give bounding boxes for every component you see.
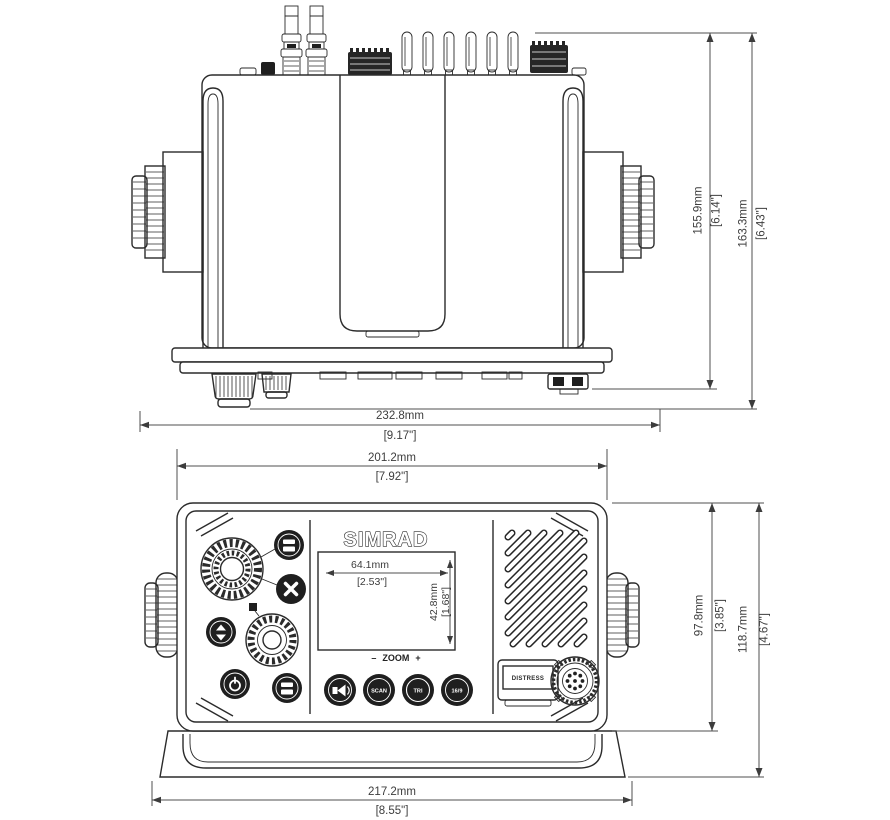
dim-height-total-in-label: [4.67"] (758, 613, 771, 646)
rear-connectors (239, 5, 587, 76)
dim-width-panel-mm-label: 201.2mm (368, 452, 416, 464)
dimension-width-total (139, 409, 661, 432)
power-plug-icon (280, 5, 303, 76)
knob-leader-lines (260, 548, 278, 586)
rear-nub-right (571, 67, 587, 76)
distress-button: DISTRESS (497, 659, 559, 707)
horn-icon (332, 684, 350, 697)
dimension-width-bracket (151, 781, 633, 806)
menu-bars-icon (281, 682, 293, 687)
screen-width-mm-label: 64.1mm (351, 559, 389, 571)
down-arrow-icon (216, 634, 226, 641)
screen-width-in-label: [2.53"] (357, 576, 387, 588)
hi-lo-button (206, 617, 236, 647)
chassis-center-recess (339, 75, 446, 338)
volume-knob-top-view (261, 373, 292, 399)
speaker-small-icon (249, 603, 260, 617)
dim-height-panel-mm-label: 97.8mm (693, 594, 706, 637)
zoom-plus-icon: + (415, 653, 421, 663)
terminal-block-2-icon (530, 41, 568, 73)
hailer-button (324, 674, 356, 706)
svg-text:16/9: 16/9 (452, 688, 463, 694)
channel-knob (245, 613, 299, 667)
dim-width-bracket-in-label: [8.55"] (375, 805, 409, 817)
dimension-height-panel (612, 502, 764, 732)
lcd-screen (317, 551, 456, 651)
volume-knob (200, 537, 264, 601)
front-panel-inner-border (185, 510, 599, 723)
connector-tabs (553, 659, 597, 703)
zoom-label: ZOOM (382, 653, 410, 663)
exit-button (276, 574, 306, 604)
svg-text:DISTRESS: DISTRESS (512, 676, 544, 682)
terminal-block-icon (348, 48, 392, 75)
bracket-arm-left (202, 87, 224, 348)
mounting-bracket (159, 730, 626, 778)
dim-depth-body-in-label: [6.14"] (710, 194, 723, 227)
dim-width-total-mm-label: 232.8mm (376, 410, 424, 422)
dimension-depth-total (250, 33, 757, 410)
contact-pins (401, 31, 519, 76)
up-arrow-icon (216, 624, 226, 631)
screen-height-mm-label: 42.8mm (428, 583, 440, 621)
mic-connector (550, 656, 600, 706)
dim-depth-total-in-label: [6.43"] (755, 207, 768, 240)
vol-sq-button (274, 530, 304, 560)
dimension-width-panel (176, 449, 608, 500)
antenna-plug-icon (305, 5, 328, 76)
svg-text:SCAN: SCAN (371, 688, 387, 694)
brand-logo: SIMRAD (344, 529, 429, 551)
power-button (220, 669, 250, 699)
rear-nub (239, 67, 257, 76)
tri-button: TRI (402, 674, 434, 706)
menu-button (272, 673, 302, 703)
chassis-body (201, 74, 585, 349)
zoom-bar: – ZOOM + (358, 652, 434, 664)
zoom-minus-icon: – (371, 653, 377, 663)
ch-16-9-button: 16/9 (441, 674, 473, 706)
dimension-height-total (628, 503, 764, 778)
corner-accents (195, 512, 589, 722)
dimension-screen-height (447, 560, 453, 644)
front-panel-edge-top-view (171, 347, 613, 380)
bracket-knob-left-top-view (131, 151, 204, 273)
top-view (131, 5, 655, 408)
bracket-arm-right (562, 87, 584, 348)
dim-depth-total-mm-label: 163.3mm (737, 199, 750, 248)
dim-width-bracket-mm-label: 217.2mm (368, 786, 416, 798)
screen-height-in-label: [1.68"] (440, 587, 452, 617)
dim-height-panel-in-label: [3.85"] (714, 599, 727, 632)
dimension-depth-body (535, 32, 757, 390)
scan-button: SCAN (363, 674, 395, 706)
dim-width-panel-in-label: [7.92"] (375, 471, 409, 483)
panel-knob-right (605, 572, 640, 658)
channel-knob-top-view (211, 373, 257, 408)
front-view: SIMRAD SCAN (144, 502, 640, 778)
accessory-connector-top-view (547, 373, 589, 395)
speaker-grille (504, 529, 588, 648)
panel-knob-left (144, 572, 179, 658)
svg-text:TRI: TRI (413, 688, 422, 694)
connector-pins (565, 671, 585, 691)
rear-nub-dark (261, 62, 275, 75)
dim-height-total-mm-label: 118.7mm (737, 605, 750, 654)
bracket-knob-right-top-view (582, 151, 655, 273)
section-dividers (309, 520, 494, 714)
x-icon (283, 581, 299, 597)
speaker-bars-icon (283, 539, 295, 544)
dimension-screen-width (326, 570, 448, 576)
dim-width-total-in-label: [9.17"] (383, 430, 417, 442)
dim-depth-body-mm-label: 155.9mm (692, 186, 705, 235)
